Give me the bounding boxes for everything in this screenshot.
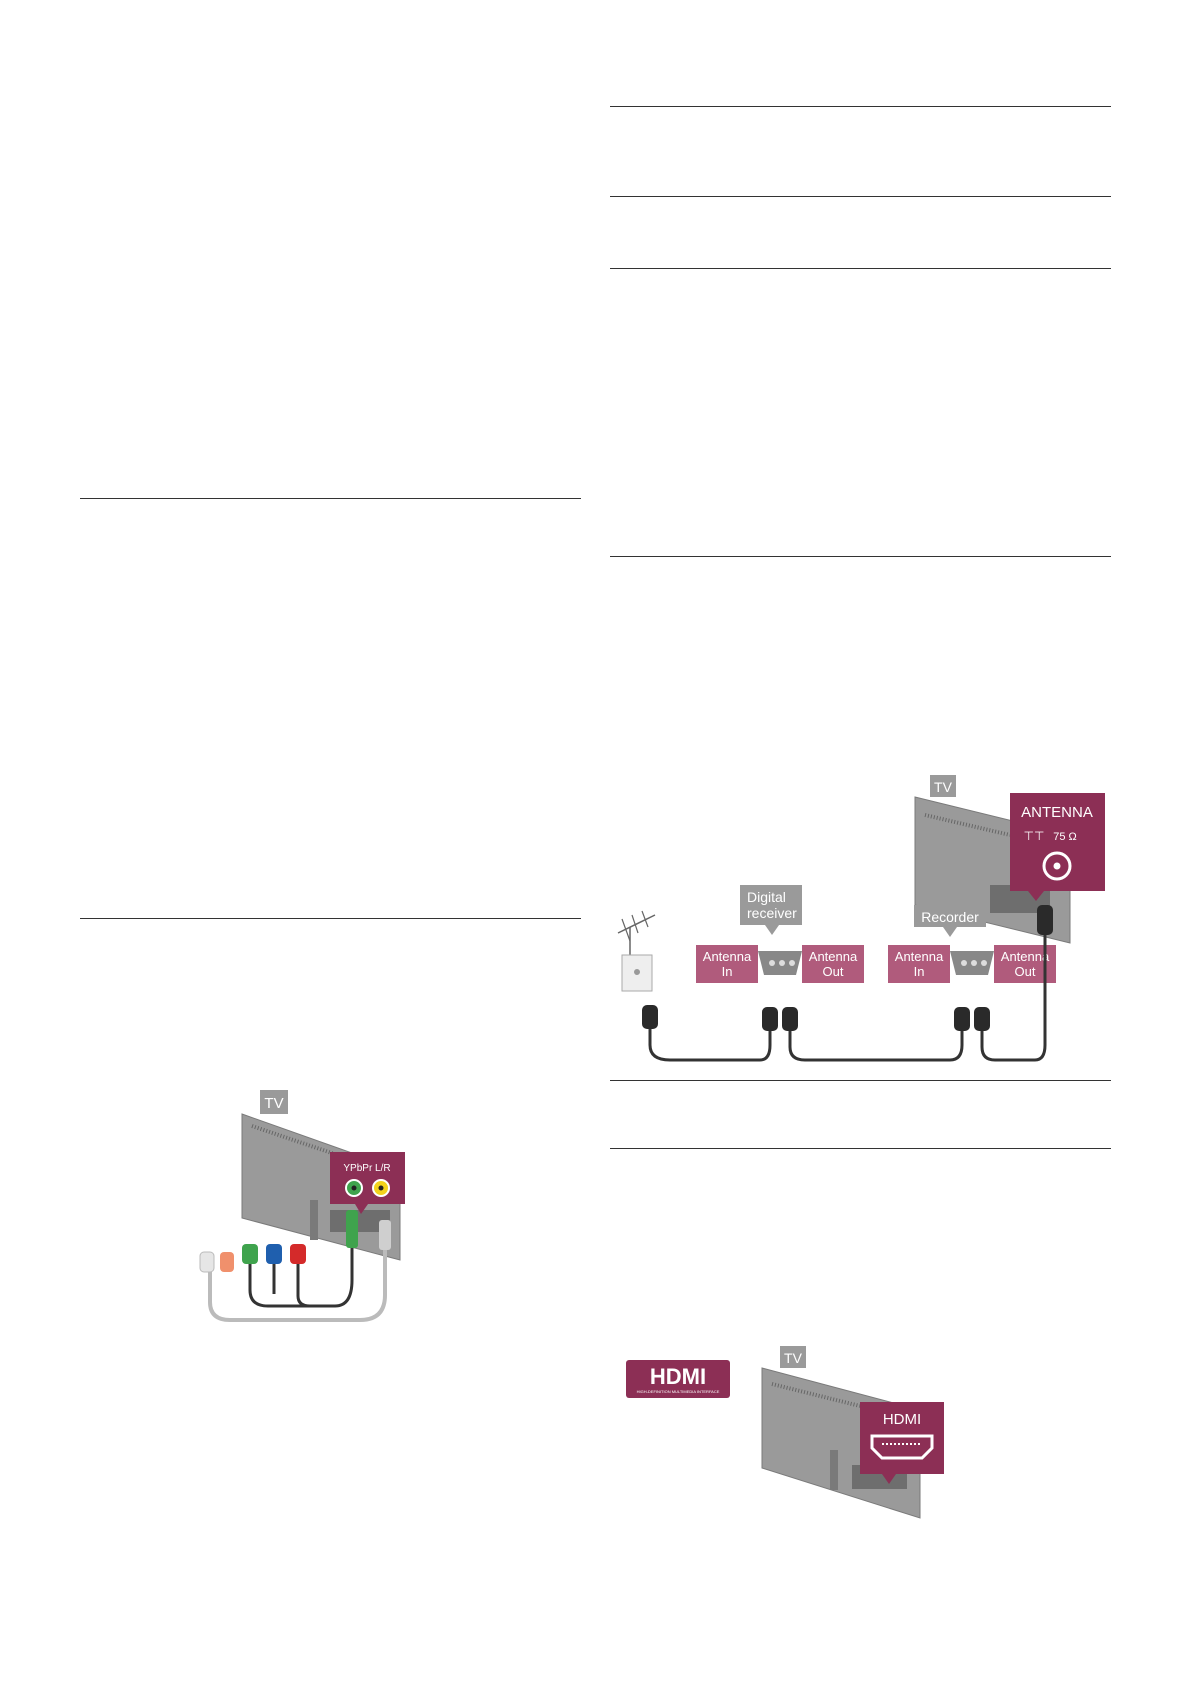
recorder-label bbox=[914, 905, 986, 927]
right-audio-plug-icon bbox=[220, 1252, 234, 1272]
coax-plug-icon bbox=[642, 1005, 658, 1029]
left-audio-plug-icon bbox=[199, 1251, 215, 1273]
svg-text:Out: Out bbox=[823, 964, 844, 979]
svg-text:In: In bbox=[914, 964, 925, 979]
section-divider bbox=[610, 1080, 1111, 1081]
section-divider bbox=[80, 498, 581, 499]
svg-text:Antenna: Antenna bbox=[809, 949, 858, 964]
receiver-antenna-out-label bbox=[802, 945, 864, 983]
svg-text:HDMI: HDMI bbox=[650, 1364, 706, 1389]
svg-text:Digital: Digital bbox=[747, 889, 786, 905]
section-divider bbox=[610, 106, 1111, 107]
svg-text:Antenna: Antenna bbox=[703, 949, 752, 964]
svg-text:receiver: receiver bbox=[747, 905, 797, 921]
pb-plug-icon bbox=[266, 1244, 282, 1264]
coax-plug-icon bbox=[762, 1007, 778, 1031]
tv-label: TV bbox=[934, 779, 953, 795]
wall-antenna-icon bbox=[617, 910, 656, 992]
section-divider bbox=[610, 268, 1111, 269]
ports-label: YPbPr L/R bbox=[343, 1163, 390, 1174]
hdmi-connection-figure: HDMI HIGH-DEFINITION MULTIMEDIA INTERFAC… bbox=[620, 1340, 960, 1520]
component-connection-figure: TV YPbPr L/R bbox=[170, 1080, 470, 1360]
tv-tab bbox=[260, 1090, 288, 1114]
svg-text:Antenna: Antenna bbox=[1001, 949, 1050, 964]
svg-text:Antenna: Antenna bbox=[895, 949, 944, 964]
y-plug-icon bbox=[242, 1244, 258, 1264]
hdmi-logo bbox=[626, 1360, 730, 1398]
antenna-title: ANTENNA bbox=[1021, 804, 1093, 821]
hdmi-port-icon bbox=[870, 1434, 934, 1460]
hdmi-callout bbox=[860, 1402, 944, 1474]
coax-port-icon bbox=[1042, 851, 1072, 881]
hdmi-port-label: HDMI bbox=[883, 1411, 921, 1428]
digital-receiver-label bbox=[740, 885, 802, 925]
coax-plug-icon bbox=[1037, 905, 1053, 935]
svg-text:In: In bbox=[722, 964, 733, 979]
antenna-spec: 75 Ω bbox=[1053, 831, 1077, 843]
coax-plug-icon bbox=[782, 1007, 798, 1031]
antenna-callout bbox=[1010, 793, 1105, 891]
coax-plug-icon bbox=[954, 1007, 970, 1031]
tv-label: TV bbox=[264, 1095, 283, 1112]
green-jack-icon bbox=[346, 1210, 358, 1248]
tv-label: TV bbox=[784, 1350, 803, 1366]
section-divider bbox=[610, 1148, 1111, 1149]
section-divider bbox=[80, 918, 581, 919]
pr-plug-icon bbox=[290, 1244, 306, 1264]
coax-plug-icon bbox=[974, 1007, 990, 1031]
svg-text:HIGH-DEFINITION MULTIMEDIA INT: HIGH-DEFINITION MULTIMEDIA INTERFACE bbox=[637, 1389, 720, 1394]
svg-text:Out: Out bbox=[1015, 964, 1036, 979]
receiver-antenna-in-label bbox=[696, 945, 758, 983]
svg-text:Recorder: Recorder bbox=[921, 909, 979, 925]
coax-symbol-icon: ⊤⊤ bbox=[1024, 829, 1045, 843]
antenna-connection-figure: TV ANTENNA 75 Ω ⊤⊤ Digital receiver Reco… bbox=[610, 765, 1110, 1075]
recorder-antenna-in-label bbox=[888, 945, 950, 983]
section-divider bbox=[610, 556, 1111, 557]
white-jack-icon bbox=[379, 1220, 391, 1250]
section-divider bbox=[610, 196, 1111, 197]
ports-callout bbox=[330, 1152, 405, 1204]
